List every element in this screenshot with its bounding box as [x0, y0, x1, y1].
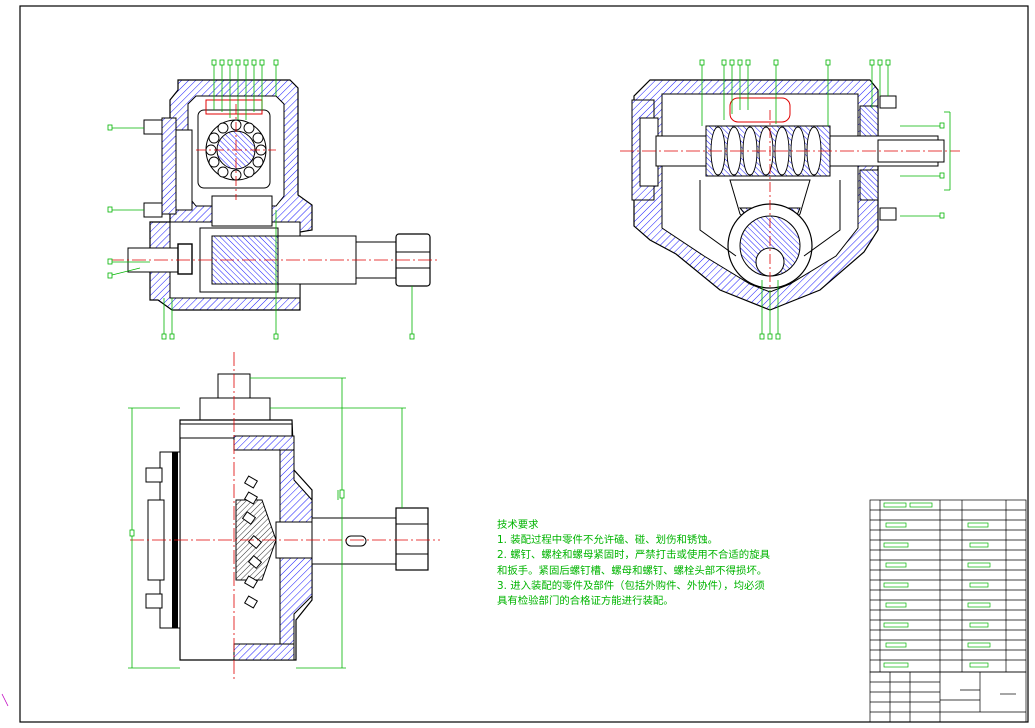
red-seal — [729, 97, 791, 123]
shaft-nut — [177, 243, 193, 275]
bolt-head — [145, 467, 163, 483]
part-leaders — [701, 64, 951, 334]
recirculating-balls — [241, 475, 263, 609]
housing-hatch — [233, 435, 295, 451]
tech-requirements-heading: 技术要求 — [497, 519, 539, 531]
inner-plate — [803, 180, 841, 257]
leader-tags — [699, 59, 945, 340]
top-cover — [199, 397, 271, 421]
parts-list-fills — [883, 502, 991, 668]
corner-mark — [1, 693, 9, 707]
tech-requirement-item: 2. 螺钉、螺栓和螺母紧固时，严禁打击或使用不合适的旋具 — [497, 549, 770, 562]
bearing-right — [859, 105, 879, 137]
title-block — [869, 671, 1027, 723]
bolt-head — [145, 593, 163, 609]
side-cover-flange — [175, 129, 193, 211]
output-coupling — [395, 507, 429, 571]
bolt-head — [143, 202, 163, 218]
part-leaders — [107, 64, 413, 334]
tech-requirement-item: 具有检验部门的合格证方能进行装配。 — [497, 595, 674, 608]
bolt-head — [143, 119, 163, 135]
leader-tags — [129, 489, 345, 537]
tech-requirement-item: 和扳手。紧固后螺钉槽、螺母和螺钉、螺栓头部不得损坏。 — [497, 564, 768, 577]
front-view — [128, 352, 440, 680]
right-section-view — [620, 59, 960, 340]
bearing-right — [859, 169, 879, 201]
shaft-slot — [345, 535, 367, 547]
inner-plate — [699, 180, 737, 257]
sheet-border — [19, 5, 1029, 723]
bolt-head — [879, 207, 897, 221]
housing-hatch — [233, 643, 295, 661]
dimension-lines — [128, 377, 406, 669]
top-section-view — [107, 59, 440, 340]
side-cover — [161, 117, 177, 215]
parts-list — [869, 499, 1027, 673]
tech-requirement-item: 1. 装配过程中零件不允许磕、碰、划伤和锈蚀。 — [497, 534, 719, 547]
leader-tags — [107, 59, 415, 340]
end-cover-plate — [639, 117, 659, 187]
technical-requirements: 技术要求 1. 装配过程中零件不允许磕、碰、划伤和锈蚀。 2. 螺钉、螺栓和螺母… — [497, 518, 827, 609]
gear-block — [211, 195, 273, 227]
tech-requirement-item: 3. 进入装配的零件及部件（包括外购件、外协件），均必须 — [497, 579, 765, 592]
bearing-balls — [205, 119, 267, 181]
bolt-head — [879, 95, 897, 109]
